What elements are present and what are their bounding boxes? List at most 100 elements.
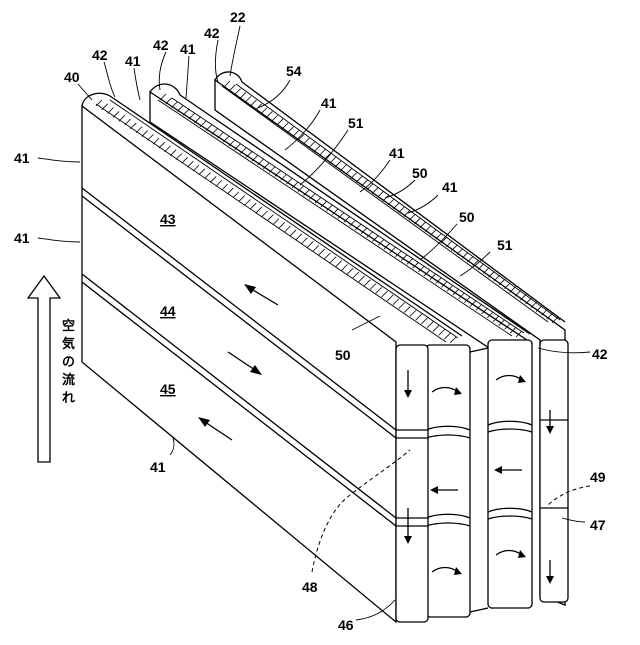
- fin-line: [194, 117, 200, 123]
- fin-line: [362, 180, 368, 186]
- fin-line: [229, 140, 235, 146]
- fin-line: [216, 180, 222, 186]
- label-51-b: 51: [497, 237, 513, 253]
- label-41-a: 41: [180, 41, 196, 57]
- fin-line: [96, 100, 102, 106]
- fin-line: [330, 157, 336, 163]
- fin-line: [287, 127, 293, 133]
- fin-line: [189, 113, 195, 119]
- label-41-f: 41: [14, 150, 30, 166]
- fin-line: [450, 337, 456, 343]
- fin-line: [293, 130, 299, 136]
- fin-line: [136, 127, 142, 133]
- label-42-d: 42: [592, 346, 608, 362]
- fin-line: [250, 203, 256, 209]
- fin-line: [541, 309, 547, 315]
- fin-line: [313, 245, 319, 251]
- fin-line: [250, 100, 256, 106]
- fin-line: [284, 226, 290, 232]
- fin-line: [240, 148, 246, 154]
- fin-line: [296, 234, 302, 240]
- fin-line: [425, 226, 431, 232]
- fin-line: [421, 318, 427, 324]
- fin-line: [489, 271, 495, 277]
- fin-line: [342, 264, 348, 270]
- air-flow-char-3: 流: [62, 372, 75, 387]
- fin-line: [240, 92, 246, 98]
- fin-line: [393, 299, 399, 305]
- fin-line: [416, 314, 422, 320]
- label-48: 48: [302, 579, 318, 595]
- fin-line: [256, 207, 262, 213]
- fin-line: [229, 85, 235, 91]
- fin-line: [170, 150, 176, 156]
- fin-line: [119, 115, 125, 121]
- fin-line: [176, 154, 182, 160]
- fin-line: [410, 310, 416, 316]
- fin-line: [272, 115, 278, 121]
- air-flow-char-4: れ: [62, 390, 75, 405]
- label-47: 47: [590, 517, 606, 533]
- label-42-c: 42: [92, 47, 108, 63]
- fin-line: [102, 104, 108, 110]
- fin-line: [183, 109, 189, 115]
- fin-line: [171, 102, 177, 108]
- fin-line: [262, 211, 268, 217]
- fin-line: [433, 326, 439, 332]
- air-flow-char-0: 空: [62, 318, 75, 333]
- label-54: 54: [286, 63, 302, 79]
- label-41-h: 41: [150, 459, 166, 475]
- fin-line: [377, 191, 383, 197]
- fin-line: [536, 306, 542, 312]
- fin-line: [212, 128, 218, 134]
- fin-line: [381, 291, 387, 297]
- label-50-c: 50: [335, 347, 351, 363]
- fin-line: [217, 132, 223, 138]
- label-22: 22: [230, 9, 246, 25]
- fin-line: [370, 283, 376, 289]
- fin-line: [388, 199, 394, 205]
- fin-line: [353, 272, 359, 278]
- fin-line: [404, 210, 410, 216]
- fin-line: [273, 219, 279, 225]
- fin-line: [420, 222, 426, 228]
- fin-line: [319, 249, 325, 255]
- fin-line: [346, 169, 352, 175]
- fin-line: [177, 105, 183, 111]
- fin-line: [233, 192, 239, 198]
- label-49: 49: [590, 469, 606, 485]
- fin-line: [142, 131, 148, 137]
- fin-line: [520, 294, 526, 300]
- fin-line: [324, 253, 330, 259]
- fin-line: [356, 176, 362, 182]
- fin-line: [330, 257, 336, 263]
- fin-line: [153, 138, 159, 144]
- fin-line: [193, 165, 199, 171]
- fin-line: [279, 222, 285, 228]
- fin-line: [409, 214, 415, 220]
- fin-line: [282, 123, 288, 129]
- fin-line: [478, 264, 484, 270]
- fin-line: [340, 165, 346, 171]
- label-42-b: 42: [153, 37, 169, 53]
- label-50-b: 50: [459, 209, 475, 225]
- fin-line: [160, 94, 166, 100]
- fin-line: [336, 261, 342, 267]
- fin-line: [125, 119, 131, 125]
- fin-line: [399, 207, 405, 213]
- fin-line: [210, 176, 216, 182]
- fin-line: [510, 287, 516, 293]
- label-42-a: 42: [204, 25, 220, 41]
- fin-line: [222, 184, 228, 190]
- fin-line: [351, 172, 357, 178]
- fin-line: [335, 161, 341, 167]
- fin-line: [235, 89, 241, 95]
- fin-line: [302, 238, 308, 244]
- fin-line: [414, 218, 420, 224]
- label-46: 46: [338, 617, 354, 633]
- fin-line: [224, 81, 230, 87]
- fin-line: [239, 196, 245, 202]
- fin-line: [245, 96, 251, 102]
- label-41-e: 41: [442, 179, 458, 195]
